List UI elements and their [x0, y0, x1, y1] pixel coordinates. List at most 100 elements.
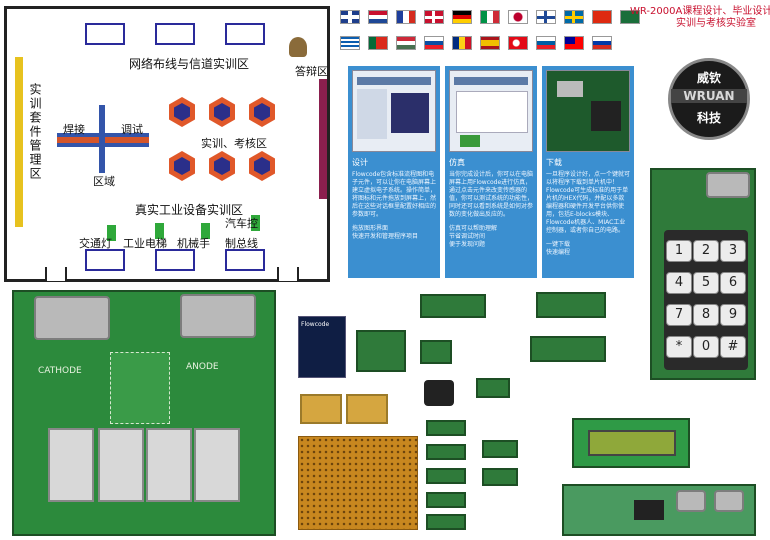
card-design-bullet-1: 拖放图形界面	[352, 225, 389, 232]
card-design-title: 设计	[352, 158, 368, 167]
defense-stage	[319, 79, 327, 199]
anode-label: ANODE	[186, 362, 219, 372]
module-strip-8	[426, 444, 466, 460]
traffic-light-label: 交通灯	[79, 237, 112, 250]
proto-board-1	[300, 394, 342, 424]
italy-flag-icon	[480, 10, 500, 24]
training-station-3	[249, 97, 275, 127]
proto-board-2	[346, 394, 388, 424]
kit-area-label: 实训套件管理区	[28, 83, 42, 181]
power-adapter	[424, 380, 454, 406]
training-station-1	[169, 97, 195, 127]
breadboard	[298, 436, 418, 530]
interface-chip	[634, 500, 664, 520]
greece-flag-icon	[340, 36, 360, 50]
module-strip-4	[476, 378, 510, 398]
simulation-screenshot	[449, 70, 533, 152]
russia-flag-icon	[592, 36, 612, 50]
flag-strip	[340, 10, 640, 56]
module-strip-6	[482, 468, 518, 486]
key-8: 8	[693, 304, 719, 326]
key-star: *	[666, 336, 692, 358]
module-strip-10	[426, 492, 466, 508]
card-download-bullet-2: 快速编程	[546, 249, 571, 256]
network-bench-1	[85, 23, 125, 45]
key-3: 3	[720, 240, 746, 262]
card-design-body: Flowcode包含标准流程图和电子元件，可以让你在电脑屏幕上建立虚拟电子系统。…	[352, 171, 437, 218]
network-bench-3	[225, 23, 265, 45]
card-simulation-title: 仿真	[449, 158, 465, 167]
training-station-5	[209, 151, 235, 181]
key-4: 4	[666, 272, 692, 294]
keypad-panel: 1 2 3 4 5 6 7 8 9 * 0 #	[664, 230, 748, 370]
key-9: 9	[720, 304, 746, 326]
japan-flag-icon	[508, 10, 528, 24]
key-5: 5	[693, 272, 719, 294]
network-area-label: 网络布线与信道实训区	[129, 57, 250, 71]
car-control-label: 汽车控	[225, 217, 258, 230]
interface-connector-1	[676, 490, 706, 512]
training-station-4	[169, 151, 195, 181]
card-simulation-bullet-3: 便于发现问题	[449, 241, 486, 248]
brand-logo: 威钦 WRUAN 科技	[668, 58, 750, 140]
romania-flag-icon	[452, 36, 472, 50]
logo-top-text: 威钦	[696, 71, 721, 85]
logo-brand-text: WRUAN	[671, 89, 747, 103]
denmark-flag-icon	[424, 10, 444, 24]
uk-flag-icon	[340, 10, 360, 24]
france-flag-icon	[396, 10, 416, 24]
device-marker-2	[155, 223, 164, 239]
elevator-label: 工业电梯	[123, 237, 167, 250]
flowcode-book: Flowcode	[298, 316, 346, 378]
card-download: 下载 一旦程序设计好，点一个键就可以将程序下载到单片机中！Flowcode可生成…	[542, 66, 634, 278]
saudi-flag-icon	[620, 10, 640, 24]
card-simulation-body: 当你完成设计后，你可以在电脑屏幕上用Flowcode进行仿真，通过点击元件来改变…	[449, 171, 534, 218]
card-simulation-bullet-1: 仿真可以帮助理解	[449, 225, 498, 232]
debug-label: 调试	[121, 123, 143, 136]
sweden-flag-icon	[564, 10, 584, 24]
keypad-connector	[706, 172, 750, 198]
small-module-1	[420, 340, 452, 364]
cathode-label: CATHODE	[38, 366, 82, 376]
card-simulation-bullet-2: 节省调试时间	[449, 233, 486, 240]
download-photo	[546, 70, 630, 152]
card-simulation: 仿真 当你完成设计后，你可以在电脑屏幕上用Flowcode进行仿真，通过点击元件…	[445, 66, 537, 278]
key-2: 2	[693, 240, 719, 262]
card-design-bullet-2: 快速开发和管理程序项目	[352, 233, 419, 240]
industrial-bench-3	[225, 249, 265, 271]
digit-display-3	[146, 428, 192, 502]
header-title: WR-2000A课程设计、毕业设计	[630, 6, 770, 17]
design-screenshot	[352, 70, 436, 152]
welding-label: 焊接	[63, 123, 85, 136]
network-bench-2	[155, 23, 195, 45]
book-title: Flowcode	[301, 321, 330, 328]
driver-chip	[110, 352, 170, 424]
module-strip-2	[536, 292, 606, 318]
key-1: 1	[666, 240, 692, 262]
card-download-bullet-1: 一键下载	[546, 241, 571, 248]
slovenia-flag-icon	[536, 36, 556, 50]
china-flag-icon	[592, 10, 612, 24]
hungary-flag-icon	[396, 36, 416, 50]
module-strip-7	[426, 420, 466, 436]
training-exam-label: 实训、考核区	[201, 137, 267, 150]
header-subtitle: 实训与考核实验室	[676, 18, 756, 29]
device-marker-3	[201, 223, 210, 239]
key-0: 0	[693, 336, 719, 358]
key-7: 7	[666, 304, 692, 326]
finland-flag-icon	[536, 10, 556, 24]
assembly-line-label: 制总线	[225, 237, 258, 250]
turkey-flag-icon	[508, 36, 528, 50]
module-strip-1	[420, 294, 486, 318]
netherlands-flag-icon	[368, 10, 388, 24]
interface-board	[562, 484, 756, 536]
anode-connector	[180, 294, 256, 338]
robot-label: 机械手	[177, 237, 210, 250]
digit-display-2	[98, 428, 144, 502]
module-strip-9	[426, 468, 466, 484]
industrial-area-label: 真实工业设备实训区	[135, 203, 244, 217]
floor-plan: 网络布线与信道实训区 答辩区 实训套件管理区 焊接 调试 区域 实训、考核区 真…	[4, 6, 330, 282]
zone-label: 区域	[93, 175, 115, 188]
card-design: 设计 Flowcode包含标准流程图和电子元件，可以让你在电脑屏幕上建立虚拟电子…	[348, 66, 440, 278]
digit-display-1	[48, 428, 94, 502]
